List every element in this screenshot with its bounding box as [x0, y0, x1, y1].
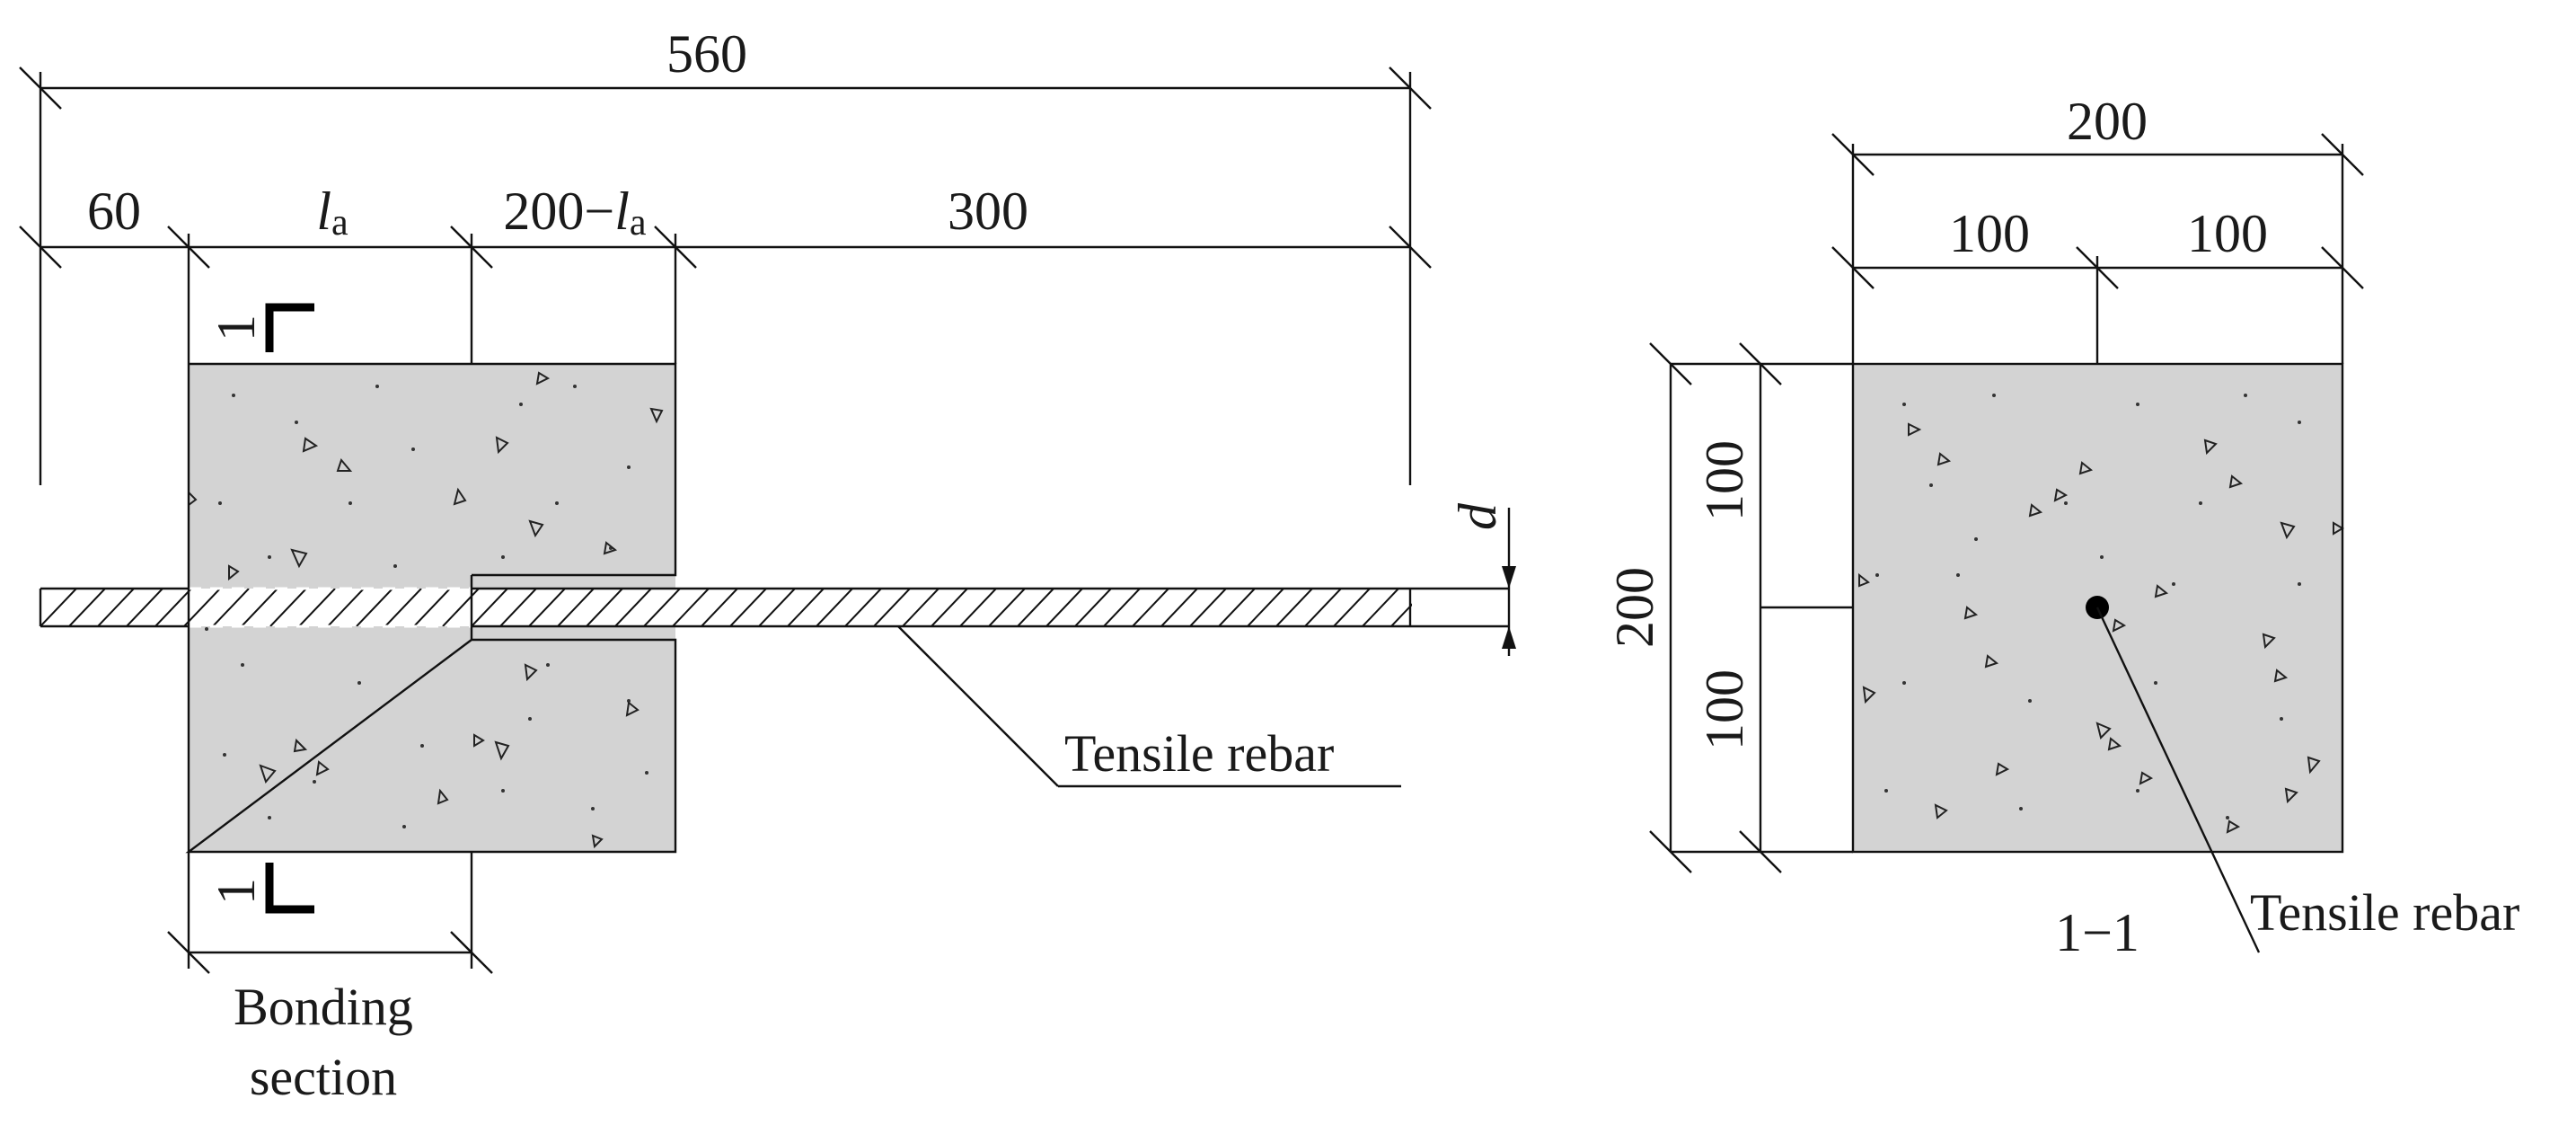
rebar-hatch-line: [614, 589, 652, 626]
cs-width-left-label: 100: [1949, 204, 2030, 263]
rebar-hatch-line: [672, 589, 710, 626]
rebar-hatch-line: [787, 589, 825, 626]
rebar-hatch-line: [298, 589, 336, 626]
rebar-hatch-line: [154, 589, 192, 626]
bonding-label-line1: Bonding: [234, 978, 413, 1036]
rebar-hatch-line: [327, 589, 365, 626]
cs-height-overall-label: 200: [1605, 567, 1664, 648]
rebar-hatch-line: [1103, 589, 1141, 626]
rebar-hatch-line: [68, 589, 106, 626]
cs-width-right-label: 100: [2187, 204, 2268, 263]
section-mark-top-label: 1: [207, 314, 266, 341]
rebar-hatch-line: [844, 589, 882, 626]
elevation-view: 560 60 la 200−la 300 1: [19, 24, 1516, 1106]
dimension-label-60: 60: [87, 182, 141, 241]
rebar-hatch-line: [183, 589, 221, 626]
cross-section-view: 200 100 100 200 100 100: [1605, 92, 2519, 962]
rebar-label-cross-section: Tensile rebar: [2250, 883, 2519, 942]
rebar-hatch-line: [701, 589, 738, 626]
section-mark-top: 1: [207, 303, 314, 352]
bonding-label-line2: section: [250, 1048, 397, 1106]
rebar-hatch-line: [1160, 589, 1198, 626]
dimension-label-200-la: 200−la: [503, 182, 647, 244]
rebar-hatch-line: [356, 589, 393, 626]
rebar-hatch-line: [413, 589, 451, 626]
rebar-hatch-line: [1420, 589, 1456, 626]
rebar-hatch-line: [873, 589, 911, 626]
rebar-diameter-dimension: d: [1448, 502, 1516, 656]
cs-width-overall-label: 200: [2067, 92, 2148, 151]
dimension-label-la: la: [316, 182, 348, 244]
rebar-hatch-line: [1074, 589, 1112, 626]
rebar-hatch-line: [212, 589, 250, 626]
rebar-hatch-line: [1333, 589, 1371, 626]
rebar-hatch-line: [931, 589, 968, 626]
rebar-hatch-line: [1304, 589, 1342, 626]
rebar-hatch-line: [902, 589, 940, 626]
rebar-hatch-line: [269, 589, 307, 626]
rebar-hatch-line: [1189, 589, 1227, 626]
rebar-hatch-line: [40, 589, 77, 626]
rebar-hatch-line: [471, 589, 508, 626]
rebar-hatch-line: [959, 589, 997, 626]
rebar-hatch-line: [241, 589, 278, 626]
rebar-hatch-line: [1275, 589, 1313, 626]
dimension-label-300: 300: [948, 182, 1028, 241]
tensile-rebar-elevation: [39, 575, 1509, 640]
bonding-section-dimension: Bonding section: [167, 852, 493, 1106]
rebar-hatch-line: [557, 589, 595, 626]
rebar-hatch-line: [1017, 589, 1054, 626]
rebar-hatch-line: [442, 589, 480, 626]
rebar-hatch-line: [1247, 589, 1284, 626]
rebar-hatch-line: [126, 589, 163, 626]
dimension-chain-segments: 60 la 200−la 300: [19, 182, 1432, 458]
rebar-diameter-label: d: [1448, 502, 1507, 530]
cs-height-bottom-label: 100: [1695, 669, 1754, 750]
rebar-hatch-line: [1132, 589, 1169, 626]
rebar-hatch-line: [97, 589, 135, 626]
rebar-label-elevation: Tensile rebar: [1064, 724, 1334, 783]
section-title-1-1: 1−1: [2055, 903, 2139, 962]
rebar-hatch-line: [586, 589, 623, 626]
cross-section-height-dimensions: 200 100 100: [1605, 342, 1853, 873]
rebar-hatch-line: [988, 589, 1026, 626]
rebar-hatch-line: [528, 589, 566, 626]
section-mark-bottom: 1: [207, 863, 314, 914]
concrete-outline: [185, 362, 677, 854]
rebar-leader-cross-section: Tensile rebar: [2095, 607, 2519, 953]
rebar-hatch-line: [729, 589, 767, 626]
rebar-hatch-line: [758, 589, 796, 626]
rebar-hatch-line: [1362, 589, 1399, 626]
rebar-hatch-line: [816, 589, 853, 626]
dimension-overall-560: 560: [19, 24, 1432, 485]
rebar-hatch-line: [1218, 589, 1256, 626]
dimension-label-560: 560: [666, 24, 747, 84]
cs-aggregate: [1858, 394, 2344, 834]
rebar-leader-elevation: Tensile rebar: [897, 625, 1401, 788]
rebar-hatch-line: [499, 589, 537, 626]
section-mark-bottom-label: 1: [207, 878, 266, 905]
rebar-hatch-line: [643, 589, 681, 626]
rebar-hatch-line: [1045, 589, 1083, 626]
cross-section-width-dimensions: 200 100 100: [1831, 92, 2364, 364]
cs-height-top-label: 100: [1695, 440, 1754, 521]
rebar-hatch-line: [384, 589, 422, 626]
